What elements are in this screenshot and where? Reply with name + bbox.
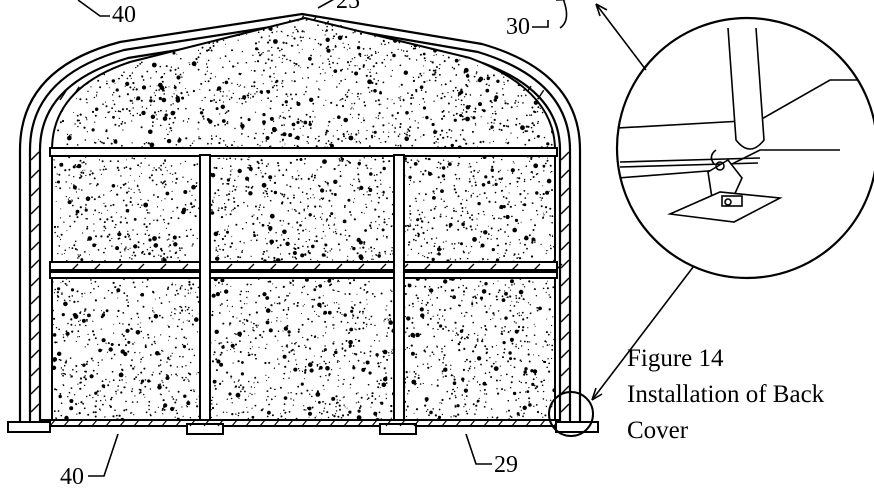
detail-leader-line (592, 258, 700, 400)
label-25: 25 (336, 0, 360, 14)
magnified-detail-view (617, 18, 874, 278)
label-29: 29 (494, 452, 518, 478)
label-30: 30 (506, 14, 530, 40)
label-40-bottom: 40 (60, 464, 84, 490)
label-40-top: 40 (112, 2, 136, 28)
leader-30 (556, 0, 646, 70)
caption-line-1: Figure 14 (627, 345, 724, 372)
back-cover (50, 16, 557, 427)
caption-line-3: Cover (627, 417, 689, 444)
base-frame (8, 420, 598, 434)
caption-line-2: Installation of Back (627, 381, 825, 408)
